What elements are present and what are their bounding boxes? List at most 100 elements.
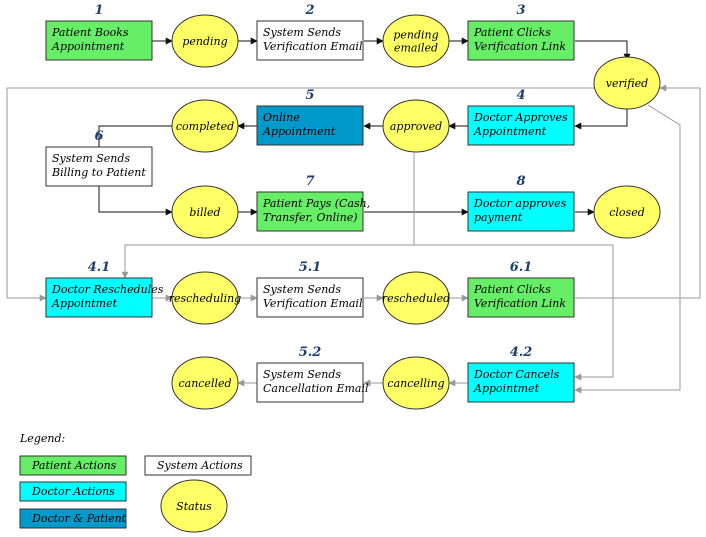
node-label: Online — [263, 111, 300, 124]
status-label: rescheduled — [382, 292, 450, 305]
legend-swatch — [19, 508, 127, 529]
status-ellipse — [171, 99, 239, 153]
status-ellipse — [171, 185, 239, 239]
node-box — [256, 277, 364, 318]
node-label: Billing to Patient — [51, 166, 146, 179]
status-label: billed — [189, 206, 220, 219]
status-rescheduled: rescheduled — [382, 271, 450, 325]
node-label: Patient Books — [51, 26, 129, 39]
node-box — [45, 20, 153, 61]
status-cancelling: cancelling — [382, 356, 450, 410]
status-ellipse — [382, 14, 450, 68]
status-ellipse — [382, 271, 450, 325]
legend-label: Doctor & Patient — [31, 512, 127, 525]
legend-swatch — [160, 479, 228, 533]
status-label: rescheduling — [169, 292, 241, 305]
edges-alternate — [6, 84, 701, 394]
node-label: Doctor Cancels — [473, 368, 560, 381]
node-box — [45, 146, 153, 187]
step-number: 3 — [516, 3, 525, 18]
status-ellipse — [382, 356, 450, 410]
step-number: 7 — [305, 174, 314, 189]
status-label: verified — [606, 77, 648, 90]
step-number: 1 — [94, 3, 103, 18]
status-approved: approved — [382, 99, 450, 153]
node-label: Patient Pays (Cash, — [262, 197, 370, 210]
node-label: Verification Email — [263, 297, 363, 310]
legend-item-doctor: Doctor Actions — [19, 481, 127, 502]
step-number: 5.2 — [299, 345, 322, 360]
node-label: Cancellation Email — [263, 382, 369, 395]
node-label: Doctor approves — [473, 197, 567, 210]
legend-item-both: Doctor & Patient — [19, 508, 127, 529]
node-label: System Sends — [263, 368, 341, 381]
step-number: 4.1 — [88, 260, 111, 275]
status-ellipse — [593, 56, 661, 110]
legend-title: Legend: — [19, 432, 65, 445]
status-completed: completed — [171, 99, 239, 153]
legend-item-patient: Patient Actions — [19, 455, 127, 476]
status-label: cancelling — [387, 377, 444, 390]
edges-main — [98, 37, 631, 216]
node-box — [467, 362, 575, 403]
legend-label: Patient Actions — [31, 459, 117, 472]
step-number: 8 — [516, 174, 525, 189]
status-ellipse — [171, 271, 239, 325]
status-label: pending — [182, 35, 227, 48]
node-box — [256, 20, 364, 61]
node-box — [256, 105, 364, 146]
status-ellipse — [593, 185, 661, 239]
node-label: Appointmet — [473, 382, 540, 395]
step-number: 5.1 — [299, 260, 322, 275]
node-box — [256, 191, 364, 232]
status-ellipse — [171, 356, 239, 410]
status-rescheduling: rescheduling — [169, 271, 241, 325]
node-patient-pays: Patient Pays (Cash,Transfer, Online) 7 — [256, 174, 370, 232]
step-number: 4 — [516, 88, 525, 103]
legend-swatch — [144, 455, 252, 476]
node-label: System Sends — [263, 26, 341, 39]
node-label: Verification Link — [474, 297, 566, 310]
status-ellipse — [382, 99, 450, 153]
status-label: closed — [609, 206, 645, 219]
legend-swatch — [19, 455, 127, 476]
step-number: 4.2 — [510, 345, 533, 360]
node-label: Patient Clicks — [473, 26, 551, 39]
step-number: 6.1 — [510, 260, 533, 275]
node-label: System Sends — [52, 152, 130, 165]
node-label: Appointment — [473, 125, 547, 138]
node-label: Appointmet — [51, 297, 118, 310]
legend-label: System Actions — [157, 459, 243, 472]
status-closed: closed — [593, 185, 661, 239]
node-label: Doctor Reschedules — [51, 283, 164, 296]
node-label: Patient Clicks — [473, 283, 551, 296]
node-box — [45, 277, 153, 318]
step-number: 2 — [304, 3, 314, 18]
node-label: Transfer, Online) — [263, 211, 358, 224]
legend-label: Doctor Actions — [31, 485, 115, 498]
legend-item-status: Status — [160, 479, 228, 533]
node-box — [256, 362, 364, 403]
node-label: Verification Link — [474, 40, 566, 53]
node-box — [467, 20, 575, 61]
node-label: Appointment — [262, 125, 336, 138]
node-label: Doctor Approves — [473, 111, 568, 124]
status-cancelled: cancelled — [171, 356, 239, 410]
node-box — [467, 277, 575, 318]
status-label: pending — [393, 29, 438, 42]
status-label: approved — [390, 120, 442, 133]
